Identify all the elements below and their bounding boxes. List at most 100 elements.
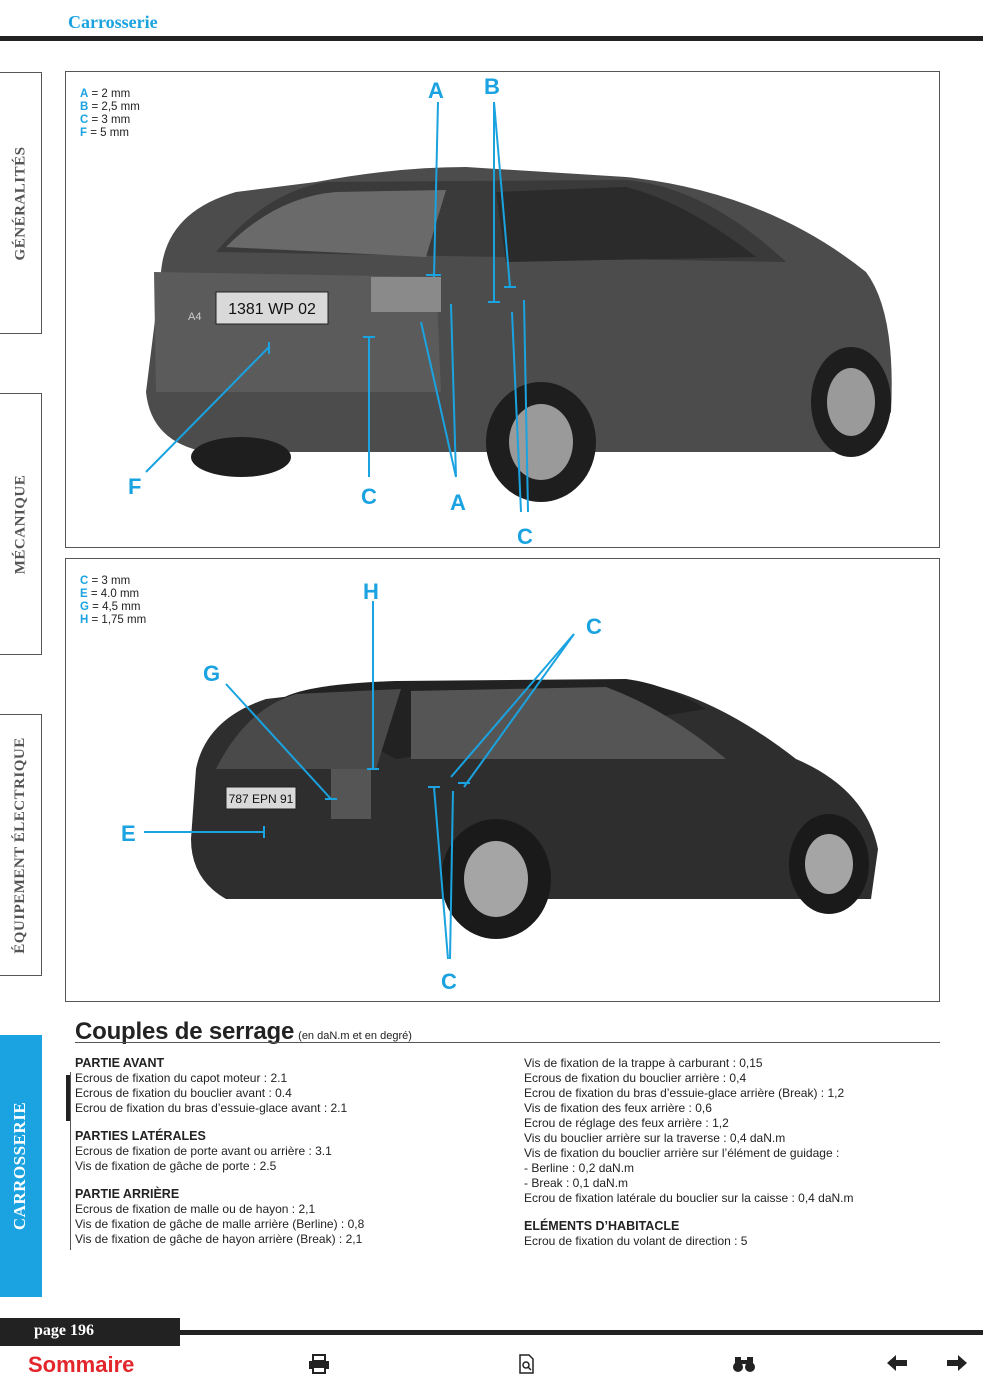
callout-c-bottom: C bbox=[517, 524, 533, 549]
callout-f: F bbox=[128, 474, 141, 499]
callout-c-mid: C bbox=[361, 484, 377, 509]
list-item: Ecrous de fixation du bouclier arrière :… bbox=[524, 1071, 747, 1085]
sidebar-tab-label: CARROSSERIE bbox=[10, 1101, 30, 1231]
print-icon[interactable] bbox=[308, 1354, 330, 1380]
sommaire-link[interactable]: Sommaire bbox=[28, 1352, 135, 1377]
binoculars-icon[interactable] bbox=[732, 1354, 756, 1380]
legend-value: = 5 mm bbox=[90, 127, 129, 139]
arrow-right-icon[interactable] bbox=[946, 1354, 968, 1378]
wagon-callout-lines bbox=[144, 601, 575, 960]
header-rule bbox=[0, 36, 983, 41]
wagon-rear-window bbox=[216, 689, 401, 769]
arrow-left-icon[interactable] bbox=[886, 1354, 908, 1378]
callout-b-top: B bbox=[484, 74, 500, 99]
list-item: Ecrou de fixation du volant de direction… bbox=[524, 1234, 748, 1248]
list-item: Vis de fixation de la trappe à carburant… bbox=[524, 1056, 763, 1070]
list-item: Vis de fixation de gâche de porte : 2.5 bbox=[75, 1159, 277, 1173]
heading-rear: PARTIE ARRIÈRE bbox=[75, 1187, 180, 1201]
callout-g: G bbox=[203, 661, 220, 686]
wagon-legend: C = 3 mm E = 4.0 mm G = 4,5 mm H = 1,75 … bbox=[80, 575, 146, 627]
torque-left-column: PARTIE AVANT Ecrous de fixation du capot… bbox=[75, 1056, 495, 1247]
wagon-side-window bbox=[411, 687, 726, 759]
legend-key: A bbox=[80, 88, 89, 100]
sedan-rear-rim bbox=[509, 404, 573, 480]
list-item: Vis de fixation des feux arrière : 0,6 bbox=[524, 1101, 712, 1115]
zoom-page-icon[interactable] bbox=[518, 1354, 536, 1380]
list-item: Vis de fixation de gâche de malle arrièr… bbox=[75, 1217, 365, 1231]
callout-a-bottom: A bbox=[450, 490, 466, 515]
list-item: Ecrou de fixation du bras d’essuie-glace… bbox=[75, 1101, 348, 1115]
list-item: Ecrous de fixation de porte avant ou arr… bbox=[75, 1144, 332, 1158]
legend-key: H bbox=[80, 614, 89, 626]
legend-value: = 3 mm bbox=[91, 114, 131, 126]
sedan-illustration: 1381 WP 02 A4 A B F bbox=[128, 74, 892, 549]
wagon-plate-frame bbox=[225, 786, 297, 810]
sedan-legend: A = 2 mm B = 2,5 mm C = 3 mm F = 5 mm bbox=[80, 88, 140, 140]
callout-a-top: A bbox=[428, 78, 444, 103]
sedan-front-rim bbox=[827, 368, 875, 436]
legend-key: C bbox=[80, 114, 89, 126]
list-item: Vis de fixation du bouclier arrière sur … bbox=[524, 1146, 840, 1160]
legend-key: E bbox=[80, 588, 88, 600]
legend-key: B bbox=[80, 101, 89, 113]
heading-cabin: ELÉMENTS D’HABITACLE bbox=[524, 1219, 680, 1233]
wagon-illustration: 787 EPN 91 H C G E C bbox=[121, 579, 878, 994]
list-item: - Break : 0,1 daN.m bbox=[524, 1176, 629, 1190]
sidebar-tab-label: ÉQUIPEMENT ÉLECTRIQUE bbox=[12, 736, 29, 954]
heading-front: PARTIE AVANT bbox=[75, 1056, 165, 1070]
callout-c-bottom: C bbox=[441, 969, 457, 994]
wagon-rear-rim bbox=[464, 841, 528, 917]
figure-wagon: 787 EPN 91 H C G E C C = 3 mm bbox=[65, 558, 940, 1002]
sedan-plate: 1381 WP 02 bbox=[228, 301, 316, 318]
sidebar-tab-label: MÉCANIQUE bbox=[12, 474, 29, 574]
section-subtitle: (en daN.m et en degré) bbox=[298, 1030, 412, 1042]
list-item: Vis de fixation de gâche de hayon arrièr… bbox=[75, 1232, 363, 1246]
column-marker bbox=[66, 1075, 70, 1121]
sedan-badge: A4 bbox=[188, 311, 201, 323]
sidebar-tab-label: GÉNÉRALITÉS bbox=[12, 146, 28, 260]
sidebar-tab-mecanique[interactable]: MÉCANIQUE bbox=[0, 393, 42, 655]
figure-sedan: 1381 WP 02 A4 A B F bbox=[65, 71, 940, 549]
sidebar-tab-generalites[interactable]: GÉNÉRALITÉS bbox=[0, 72, 42, 334]
legend-value: = 4.0 mm bbox=[90, 588, 140, 600]
sedan-plate-frame bbox=[215, 291, 329, 325]
sedan-taillight bbox=[371, 277, 441, 312]
legend-key: C bbox=[80, 575, 89, 587]
heading-sides: PARTIES LATÉRALES bbox=[75, 1129, 206, 1143]
legend-value: = 4,5 mm bbox=[92, 601, 141, 613]
section-title-text: Couples de serrage bbox=[75, 1018, 295, 1045]
column-rule bbox=[70, 1072, 71, 1250]
list-item: Ecrou de réglage des feux arrière : 1,2 bbox=[524, 1116, 729, 1130]
wagon-taillight bbox=[331, 769, 371, 819]
footer-rule bbox=[180, 1330, 983, 1335]
page-number: page 196 bbox=[0, 1318, 180, 1346]
torque-right-column: Vis de fixation de la trappe à carburant… bbox=[524, 1056, 944, 1249]
list-item: Ecrous de fixation du bouclier avant : 0… bbox=[75, 1086, 292, 1100]
section-title: Couples de serrage(en daN.m et en degré) bbox=[75, 1018, 412, 1046]
wagon-front-rim bbox=[805, 834, 853, 894]
section-rule bbox=[75, 1042, 940, 1043]
legend-value: = 2,5 mm bbox=[91, 101, 140, 113]
wagon-plate: 787 EPN 91 bbox=[229, 792, 294, 806]
callout-e: E bbox=[121, 821, 136, 846]
list-item: Ecrous de fixation du capot moteur : 2.1 bbox=[75, 1071, 288, 1085]
sedan-callout-lines bbox=[145, 101, 529, 513]
header-title: Carrosserie bbox=[68, 12, 158, 32]
list-item: Ecrous de fixation de malle ou de hayon … bbox=[75, 1202, 316, 1216]
sidebar-tab-equipement-electrique[interactable]: ÉQUIPEMENT ÉLECTRIQUE bbox=[0, 714, 42, 976]
list-item: Ecrou de fixation du bras d’essuie-glace… bbox=[524, 1086, 845, 1100]
legend-key: F bbox=[80, 127, 88, 139]
callout-c-top: C bbox=[586, 614, 602, 639]
legend-value: = 2 mm bbox=[91, 88, 131, 100]
legend-value: = 3 mm bbox=[91, 575, 131, 587]
list-item: Vis du bouclier arrière sur la traverse … bbox=[524, 1131, 786, 1145]
legend-value: = 1,75 mm bbox=[91, 614, 147, 626]
sedan-rear-window bbox=[226, 190, 446, 257]
legend-key: G bbox=[80, 601, 89, 613]
list-item: Ecrou de fixation latérale du bouclier s… bbox=[524, 1191, 854, 1205]
sedan-left-wheel bbox=[191, 437, 291, 477]
sidebar-tab-carrosserie[interactable]: CARROSSERIE bbox=[0, 1035, 42, 1297]
callout-h: H bbox=[363, 579, 379, 604]
list-item: - Berline : 0,2 daN.m bbox=[524, 1161, 635, 1175]
sedan-side-window bbox=[496, 187, 756, 262]
